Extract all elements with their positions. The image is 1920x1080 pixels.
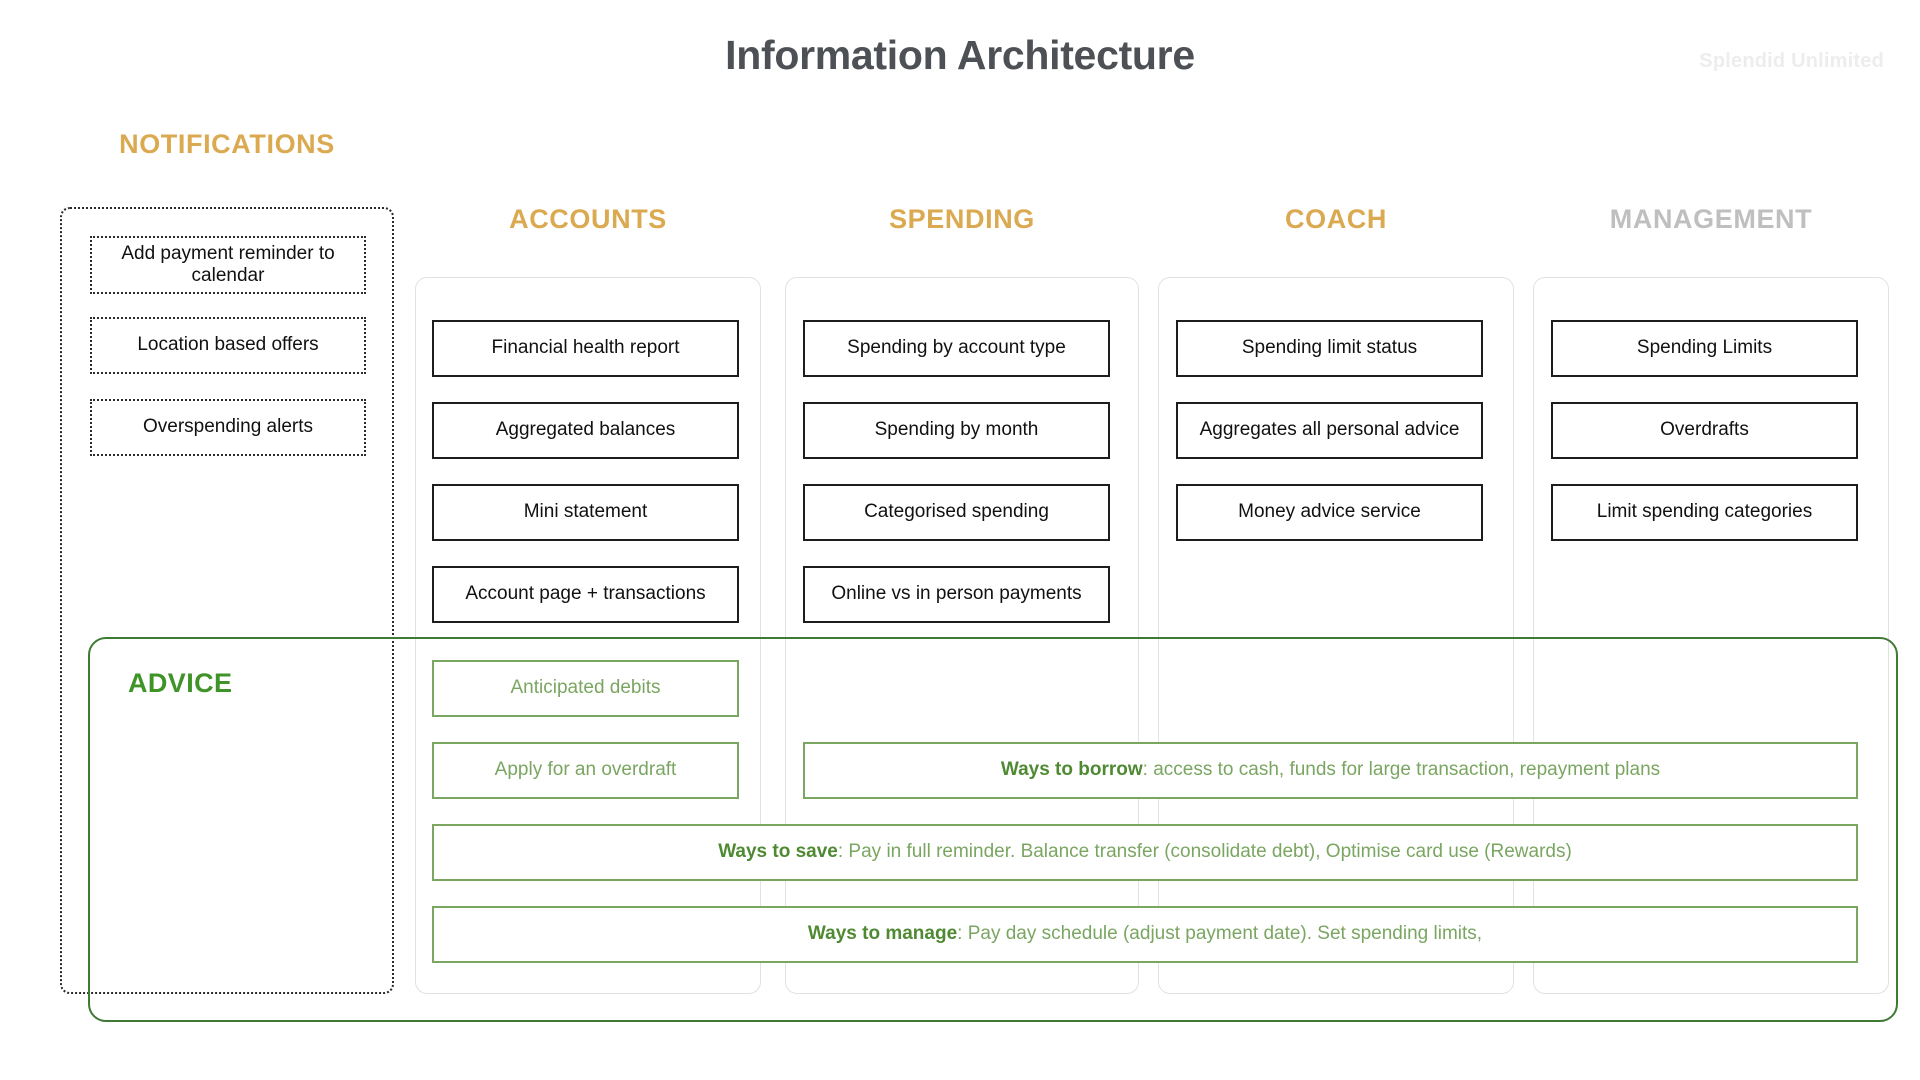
advice-row-rest: : Pay in full reminder. Balance transfer…: [837, 841, 1572, 863]
management-card-3[interactable]: Limit spending categories: [1551, 484, 1858, 541]
advice-row-lead: Ways to save: [718, 841, 838, 863]
notifications-container: [60, 207, 394, 994]
column-heading-spending: SPENDING: [889, 204, 1035, 234]
advice-card-anticipated-debits[interactable]: Anticipated debits: [432, 660, 739, 717]
column-heading-management: MANAGEMENT: [1609, 204, 1813, 234]
column-heading-accounts: ACCOUNTS: [509, 204, 667, 234]
advice-row-rest: : access to cash, funds for large transa…: [1142, 759, 1661, 781]
advice-row-ways-to-save[interactable]: Ways to save: Pay in full reminder. Bala…: [432, 824, 1858, 881]
spending-card-1[interactable]: Spending by account type: [803, 320, 1110, 377]
coach-card-3[interactable]: Money advice service: [1176, 484, 1483, 541]
management-container: [1533, 277, 1889, 994]
notifications-card-1[interactable]: Add payment reminder to calendar: [90, 236, 366, 294]
advice-row-lead: Ways to manage: [807, 923, 958, 945]
spending-card-3[interactable]: Categorised spending: [803, 484, 1110, 541]
coach-card-1[interactable]: Spending limit status: [1176, 320, 1483, 377]
accounts-card-2[interactable]: Aggregated balances: [432, 402, 739, 459]
spending-card-2[interactable]: Spending by month: [803, 402, 1110, 459]
accounts-container: [415, 277, 761, 994]
column-heading-notifications: NOTIFICATIONS: [119, 129, 335, 159]
notifications-card-3[interactable]: Overspending alerts: [90, 399, 366, 456]
advice-card-apply-overdraft[interactable]: Apply for an overdraft: [432, 742, 739, 799]
accounts-card-1[interactable]: Financial health report: [432, 320, 739, 377]
coach-container: [1158, 277, 1514, 994]
column-heading-coach: COACH: [1285, 204, 1387, 234]
advice-row-ways-to-manage[interactable]: Ways to manage: Pay day schedule (adjust…: [432, 906, 1858, 963]
spending-container: [785, 277, 1139, 994]
management-card-1[interactable]: Spending Limits: [1551, 320, 1858, 377]
advice-region: [88, 637, 1898, 1022]
advice-label: ADVICE: [128, 668, 233, 698]
advice-row-ways-to-borrow[interactable]: Ways to borrow: access to cash, funds fo…: [803, 742, 1858, 799]
management-card-2[interactable]: Overdrafts: [1551, 402, 1858, 459]
accounts-card-3[interactable]: Mini statement: [432, 484, 739, 541]
coach-card-2[interactable]: Aggregates all personal advice: [1176, 402, 1483, 459]
notifications-card-2[interactable]: Location based offers: [90, 317, 366, 374]
accounts-card-4[interactable]: Account page + transactions: [432, 566, 739, 623]
advice-row-lead: Ways to borrow: [1000, 759, 1143, 781]
advice-row-rest: : Pay day schedule (adjust payment date)…: [957, 923, 1483, 945]
brand-watermark: Splendid Unlimited: [1699, 50, 1884, 72]
spending-card-4[interactable]: Online vs in person payments: [803, 566, 1110, 623]
page-title: Information Architecture: [725, 32, 1195, 78]
